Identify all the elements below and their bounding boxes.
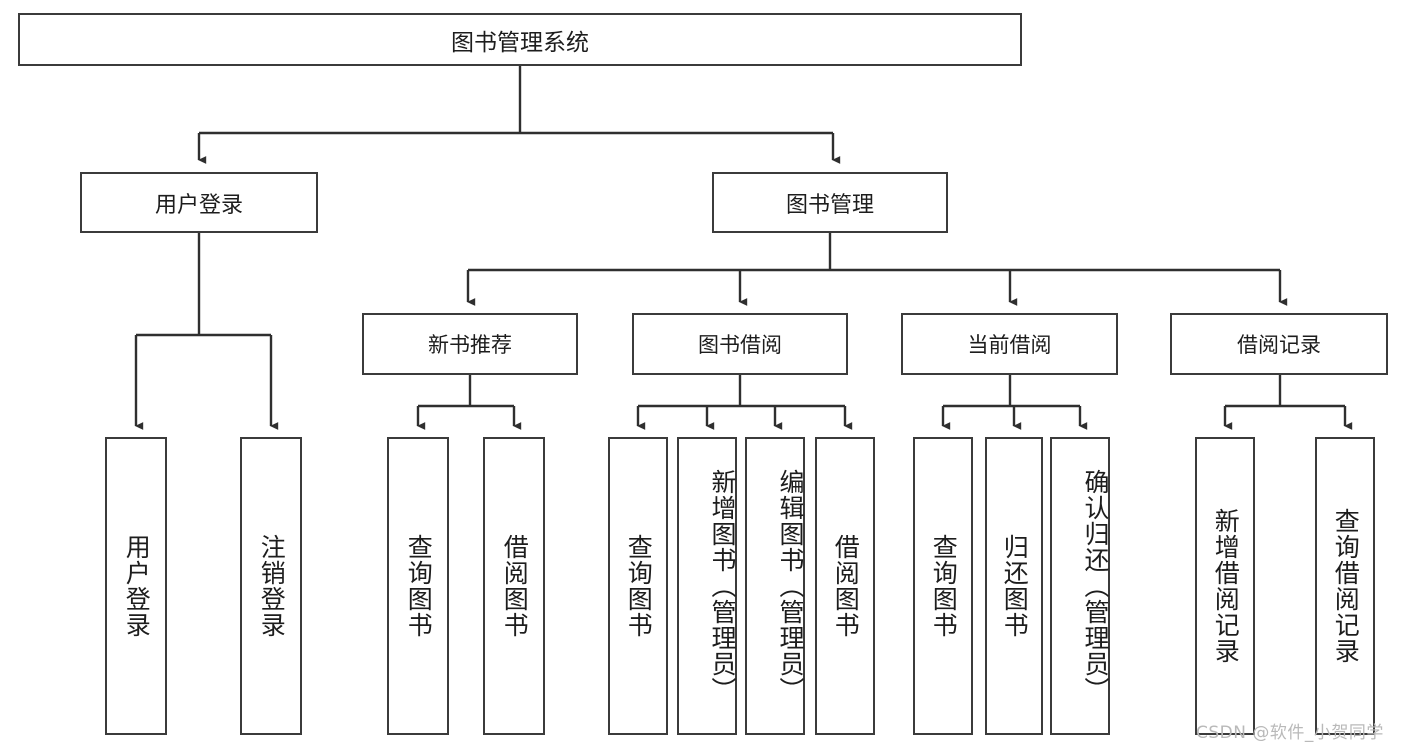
node-leaf-edit-book-admin[interactable]: 编辑图书（管理员） xyxy=(745,437,805,735)
node-leaf-return-book-label: 归还图书 xyxy=(1000,534,1030,638)
node-leaf-return-book[interactable]: 归还图书 xyxy=(985,437,1043,735)
node-user-login-label: 用户登录 xyxy=(154,192,243,218)
node-current-borrow-label: 当前借阅 xyxy=(967,333,1052,357)
node-borrow-record-label: 借阅记录 xyxy=(1237,333,1321,357)
node-leaf-user-login-label: 用户登录 xyxy=(122,534,152,638)
node-leaf-query-book-2-label: 查询图书 xyxy=(624,534,654,638)
node-leaf-query-book-1-label: 查询图书 xyxy=(404,534,434,638)
node-new-book-recommend[interactable]: 新书推荐 xyxy=(362,313,578,375)
node-new-book-recommend-label: 新书推荐 xyxy=(428,333,512,357)
node-leaf-query-book-3-label: 查询图书 xyxy=(929,534,959,638)
node-leaf-logout[interactable]: 注销登录 xyxy=(240,437,302,735)
node-leaf-user-login[interactable]: 用户登录 xyxy=(105,437,167,735)
node-leaf-borrow-book-2[interactable]: 借阅图书 xyxy=(815,437,875,735)
node-leaf-add-book-admin[interactable]: 新增图书（管理员） xyxy=(677,437,737,735)
node-leaf-confirm-return-admin-label: 确认归还（管理员） xyxy=(1081,469,1110,703)
node-leaf-query-borrow-record-label: 查询借阅记录 xyxy=(1331,508,1361,664)
node-user-login[interactable]: 用户登录 xyxy=(80,172,318,233)
node-leaf-query-book-2[interactable]: 查询图书 xyxy=(608,437,668,735)
node-leaf-borrow-book-1[interactable]: 借阅图书 xyxy=(483,437,545,735)
node-leaf-query-book-3[interactable]: 查询图书 xyxy=(913,437,973,735)
watermark-text: CSDN @软件_小贺同学 xyxy=(1196,723,1384,743)
node-leaf-query-borrow-record[interactable]: 查询借阅记录 xyxy=(1315,437,1375,735)
node-leaf-add-book-admin-label: 新增图书（管理员） xyxy=(708,469,737,703)
node-leaf-confirm-return-admin[interactable]: 确认归还（管理员） xyxy=(1050,437,1110,735)
node-borrow-record[interactable]: 借阅记录 xyxy=(1170,313,1388,375)
node-root-label: 图书管理系统 xyxy=(451,29,589,56)
node-leaf-query-book-1[interactable]: 查询图书 xyxy=(387,437,449,735)
node-current-borrow[interactable]: 当前借阅 xyxy=(901,313,1118,375)
node-leaf-logout-label: 注销登录 xyxy=(257,534,287,638)
node-leaf-add-borrow-record-label: 新增借阅记录 xyxy=(1211,508,1241,664)
node-book-management-label: 图书管理 xyxy=(785,192,874,218)
node-leaf-borrow-book-1-label: 借阅图书 xyxy=(500,534,530,638)
node-book-borrow[interactable]: 图书借阅 xyxy=(632,313,848,375)
node-leaf-edit-book-admin-label: 编辑图书（管理员） xyxy=(776,469,805,703)
node-book-borrow-label: 图书借阅 xyxy=(698,333,782,357)
node-leaf-add-borrow-record[interactable]: 新增借阅记录 xyxy=(1195,437,1255,735)
node-leaf-borrow-book-2-label: 借阅图书 xyxy=(831,534,861,638)
node-book-management[interactable]: 图书管理 xyxy=(712,172,948,233)
node-root[interactable]: 图书管理系统 xyxy=(18,13,1022,66)
